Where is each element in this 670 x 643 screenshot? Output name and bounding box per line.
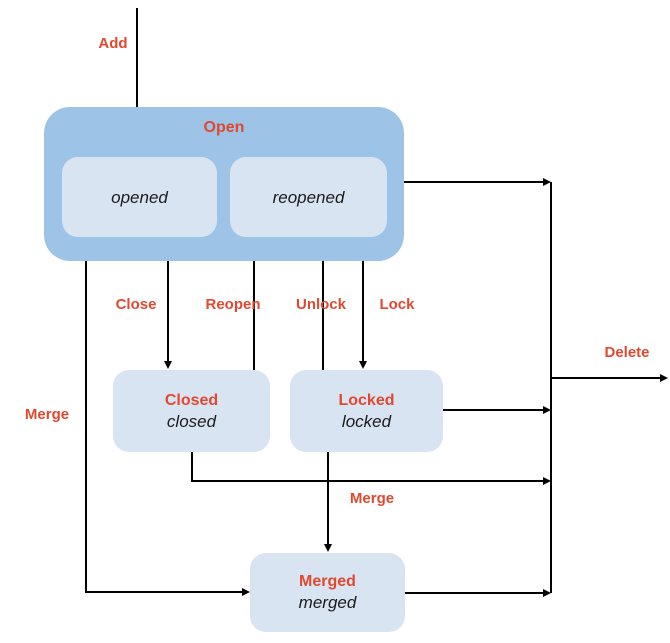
edge-label-unlock: Unlock [295,296,346,313]
edge-merged-to-bus-line [405,592,545,594]
edge-delete-line [551,377,661,379]
state-locked-sub: locked [341,411,392,431]
edge-merge-center-arrowhead [324,544,332,552]
edge-closed-to-bus-arrowhead [543,477,551,485]
state-closed-sub: closed [166,411,217,431]
edge-open-to-bus-line [404,181,545,183]
edge-merge-left-arrowhead [242,588,250,596]
state-open-group-title: Open [203,119,245,136]
edge-closed-to-bus-vline [191,452,193,482]
edge-merge-left-vline [85,261,87,593]
edge-merged-to-bus-arrowhead [543,589,551,597]
state-opened-label: opened [111,187,168,207]
state-reopened-label: reopened [272,187,345,207]
edge-locked-to-bus-arrowhead [543,406,551,414]
edge-label-merge-left: Merge [24,406,70,423]
edge-close-arrowhead [164,361,172,369]
edge-label-lock: Lock [379,296,415,313]
edge-locked-to-bus-line [443,409,545,411]
edge-add-line [136,8,138,150]
edge-unlock-line [322,245,324,371]
state-opened: opened [62,157,217,237]
state-closed-title: Closed [164,391,219,409]
edge-label-reopen: Reopen [205,296,261,313]
edge-delete-arrowhead [660,374,668,382]
edge-label-merge-center: Merge [349,490,395,507]
edge-label-close: Close [115,296,157,313]
edge-reopen-line [253,245,255,371]
state-locked: Locked locked [290,370,443,452]
state-locked-title: Locked [338,391,395,409]
edge-open-to-bus-arrowhead [543,178,551,186]
edge-merge-left-hline [85,591,243,593]
edge-merge-center-line [327,452,329,546]
state-closed: Closed closed [113,370,270,452]
edge-lock-line [362,261,364,362]
edge-lock-arrowhead [359,361,367,369]
edge-closed-to-bus-hline [191,480,545,482]
state-merged-sub: merged [298,593,357,612]
state-reopened: reopened [230,157,387,237]
state-merged: Merged merged [250,553,405,632]
state-merged-title: Merged [299,573,356,590]
edge-label-delete: Delete [604,344,650,361]
edge-label-add: Add [98,35,128,52]
edge-close-line [167,261,169,362]
delete-bus-line [550,182,552,593]
